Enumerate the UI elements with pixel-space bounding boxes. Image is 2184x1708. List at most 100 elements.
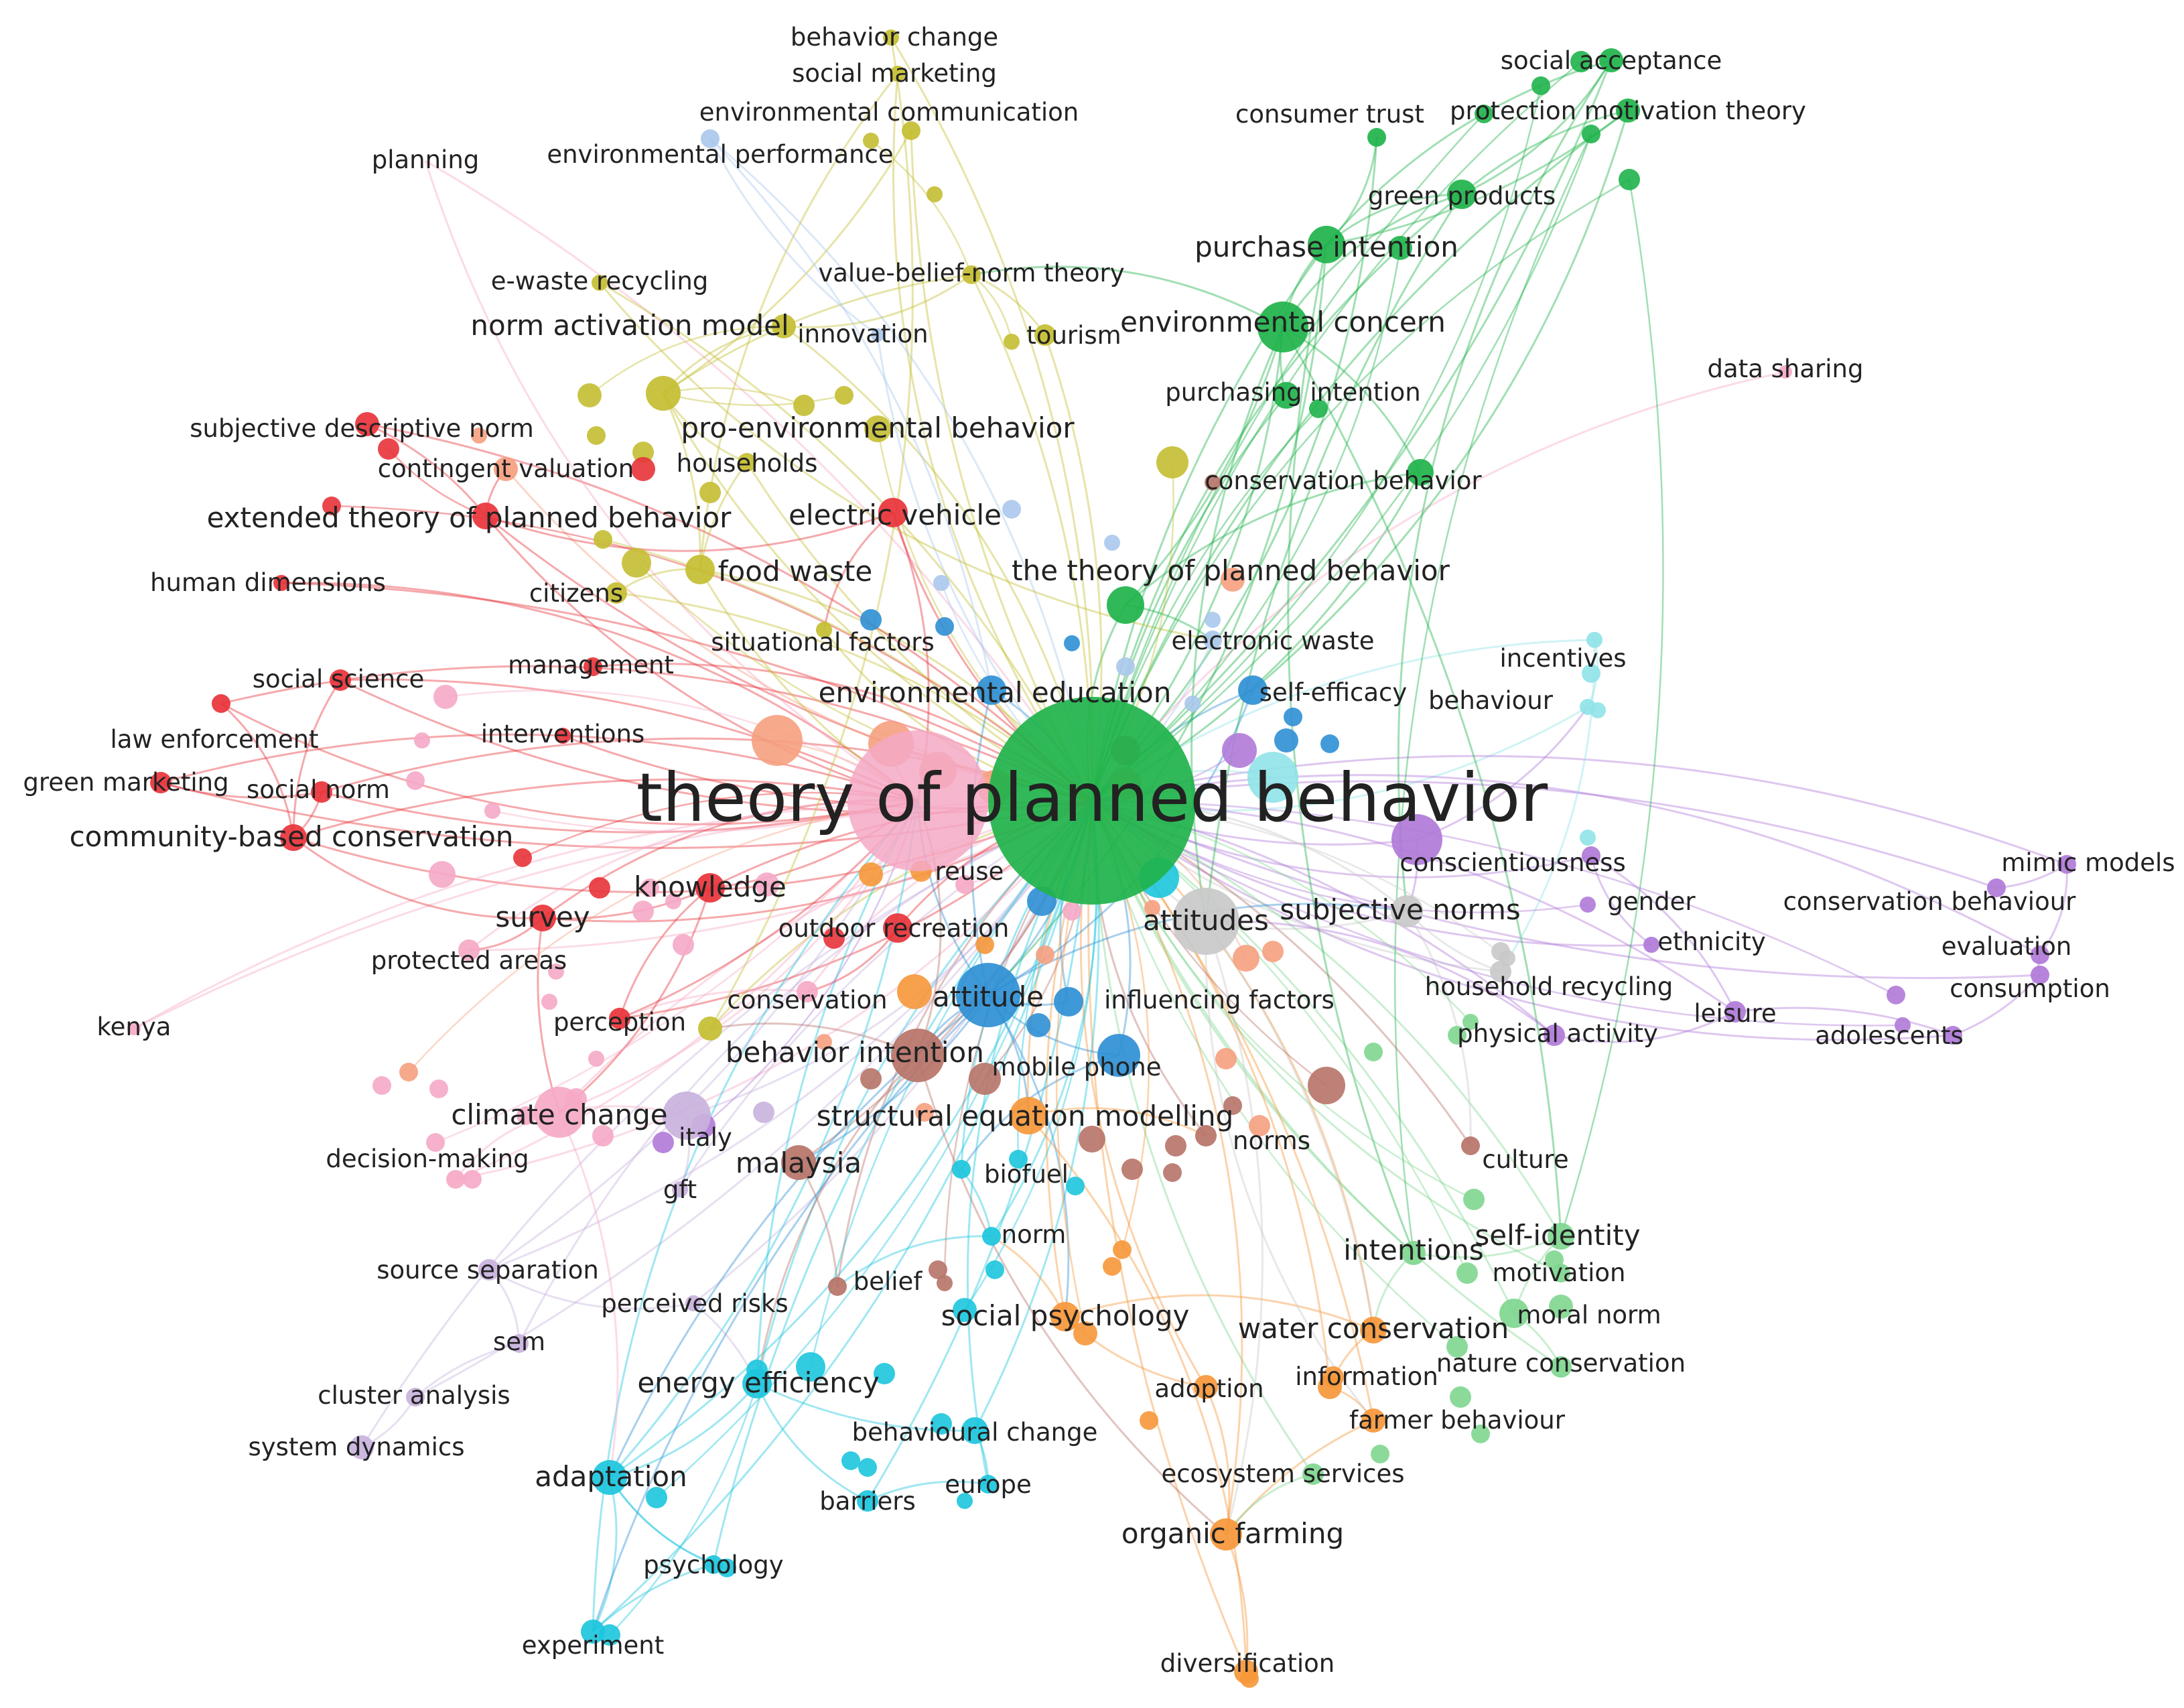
network-node xyxy=(1163,1163,1182,1182)
node-social-science xyxy=(330,669,351,691)
label-self-efficacy: self-efficacy xyxy=(1259,678,1407,707)
node-water-conservation xyxy=(1360,1317,1387,1343)
node-attitude xyxy=(956,963,1020,1027)
node-human-dimensions xyxy=(273,575,289,591)
network-link xyxy=(1091,109,1629,801)
node-culture xyxy=(1461,1136,1480,1155)
network-node xyxy=(1079,1126,1105,1153)
network-link xyxy=(518,799,1093,1344)
network-link xyxy=(1091,780,1997,889)
network-node xyxy=(322,497,341,515)
label-gft: gft xyxy=(663,1175,697,1204)
network-link xyxy=(1225,1534,1249,1672)
network-node xyxy=(632,442,654,463)
node-green-marketing xyxy=(150,772,172,793)
label-innovation: innovation xyxy=(797,320,928,348)
network-link xyxy=(1325,59,1612,245)
node-extended-tpb xyxy=(472,503,499,529)
label-motivation: motivation xyxy=(1493,1258,1626,1287)
label-adoption: adoption xyxy=(1154,1374,1264,1403)
network-link xyxy=(1554,1010,1736,1043)
network-node xyxy=(935,617,954,636)
network-link xyxy=(468,799,918,951)
network-link xyxy=(1225,1419,1374,1535)
node-social-marketing xyxy=(890,66,906,82)
label-energy-efficiency: energy efficiency xyxy=(637,1366,879,1399)
node-tourism xyxy=(1034,324,1056,346)
node-influencing-factors xyxy=(1054,987,1083,1016)
network-link xyxy=(1091,800,1243,1535)
network-node xyxy=(1462,1014,1479,1030)
network-node xyxy=(1073,1321,1097,1345)
node-sem xyxy=(510,1334,529,1353)
network-link xyxy=(592,1477,618,1632)
label-self-identity: self-identity xyxy=(1475,1219,1640,1252)
network-node xyxy=(594,530,612,549)
network-link xyxy=(292,679,342,838)
label-diversification: diversification xyxy=(1160,1649,1335,1678)
label-biofuel: biofuel xyxy=(984,1160,1069,1189)
network-link xyxy=(2039,864,2068,956)
network-link xyxy=(537,917,561,1113)
network-node xyxy=(699,482,721,503)
node-leisure xyxy=(1724,1001,1746,1023)
network-link xyxy=(425,159,1093,801)
network-node xyxy=(513,848,532,867)
network-link xyxy=(321,791,918,834)
network-node xyxy=(1063,902,1081,921)
label-perceived-risks: perceived risks xyxy=(601,1289,788,1318)
node-outdoor-recreation xyxy=(883,913,912,943)
network-link xyxy=(1028,1107,1207,1137)
network-link xyxy=(415,1342,520,1398)
label-human-dimensions: human dimensions xyxy=(150,568,386,597)
network-node xyxy=(1103,1257,1121,1276)
node-evaluation xyxy=(2031,945,2049,964)
label-europe: europe xyxy=(945,1470,1032,1499)
network-link xyxy=(618,886,711,1019)
node-situational-factors xyxy=(816,622,832,638)
label-physical-activity: physical activity xyxy=(1457,1019,1658,1048)
node-interventions xyxy=(555,728,571,744)
network-link xyxy=(971,265,1284,328)
network-node xyxy=(632,901,654,922)
network-node xyxy=(1549,1295,1573,1319)
node-experiment xyxy=(581,1620,605,1644)
network-node xyxy=(1582,125,1600,143)
network-link xyxy=(1406,911,1472,1146)
node-survey xyxy=(529,905,556,931)
network-node xyxy=(752,715,803,766)
network-node xyxy=(858,1458,877,1477)
network-link xyxy=(609,800,1093,1479)
network-node xyxy=(1113,1240,1132,1259)
node-adaptation xyxy=(592,1460,627,1495)
network-link xyxy=(823,511,894,631)
network-node xyxy=(588,1051,604,1067)
network-link xyxy=(663,273,972,395)
network-link xyxy=(1287,244,1415,1254)
network-link xyxy=(592,800,1093,1633)
label-behavioural-change: behavioural change xyxy=(852,1418,1098,1447)
network-link xyxy=(709,1022,918,1057)
network-link xyxy=(1205,921,1375,1421)
network-link xyxy=(1091,799,1954,1041)
node-purchasing-intention xyxy=(1273,382,1300,409)
label-decision-making: decision-making xyxy=(326,1144,529,1173)
label-interventions: interventions xyxy=(481,720,644,748)
network-node xyxy=(753,1102,774,1123)
network-link xyxy=(609,1383,758,1636)
network-link xyxy=(220,665,1093,802)
label-electronic-waste: electronic waste xyxy=(1171,627,1374,655)
label-consumption: consumption xyxy=(1950,974,2110,1003)
node-social-norm xyxy=(311,781,332,803)
node-gender xyxy=(1582,846,1600,865)
network-link xyxy=(1952,974,2041,1037)
node-data-sharing xyxy=(1779,365,1792,379)
network-node xyxy=(816,1034,832,1050)
label-behaviour: behaviour xyxy=(1428,686,1554,715)
network-link xyxy=(598,282,1213,641)
network-node xyxy=(640,878,659,897)
label-subjective-descriptive-norm: subjective descriptive norm xyxy=(190,414,534,443)
label-experiment: experiment xyxy=(522,1631,665,1660)
node-environmental-concern xyxy=(1257,302,1308,352)
label-adaptation: adaptation xyxy=(535,1460,687,1493)
